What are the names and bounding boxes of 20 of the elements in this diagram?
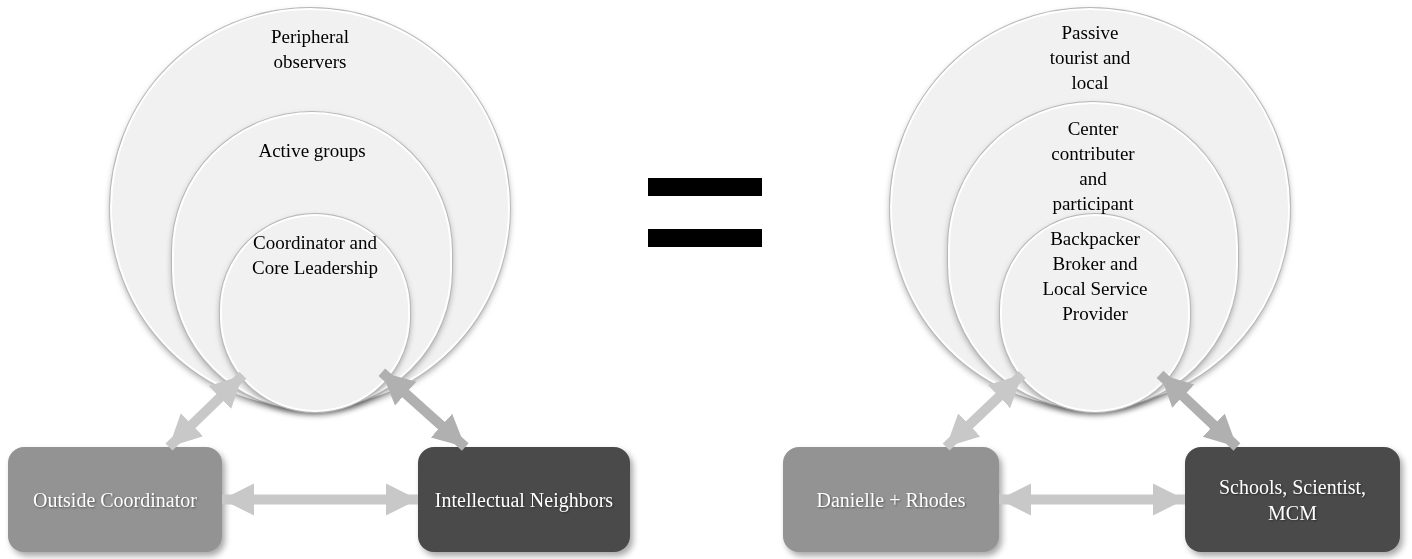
rounded-box: [1185, 447, 1400, 552]
node-label: Intellectual Neighbors: [434, 487, 614, 513]
double-arrow: [1156, 370, 1241, 451]
node-label: Schools, Scientist, MCM: [1217, 474, 1368, 526]
node-label: Outside Coordinator: [33, 487, 197, 513]
rounded-box: [8, 447, 222, 552]
double-arrow: [165, 371, 247, 451]
double-arrow: [222, 483, 418, 516]
double-arrow: [378, 368, 469, 451]
node-label: Passive tourist and local: [1048, 21, 1132, 95]
node-label: Peripheral observers: [269, 25, 351, 74]
node-label: Center contributer and participant: [1050, 117, 1136, 216]
node-label: Danielle + Rhodes: [816, 487, 966, 513]
node-label: Coordinator and Core Leadership: [250, 231, 380, 280]
rounded-box: [783, 447, 999, 552]
double-arrow: [942, 370, 1026, 451]
node-label: Active groups: [258, 139, 366, 163]
node-label: Backpacker Broker and Local Service Provider: [1041, 227, 1149, 326]
rounded-box: [418, 447, 630, 552]
double-arrow: [999, 483, 1185, 516]
